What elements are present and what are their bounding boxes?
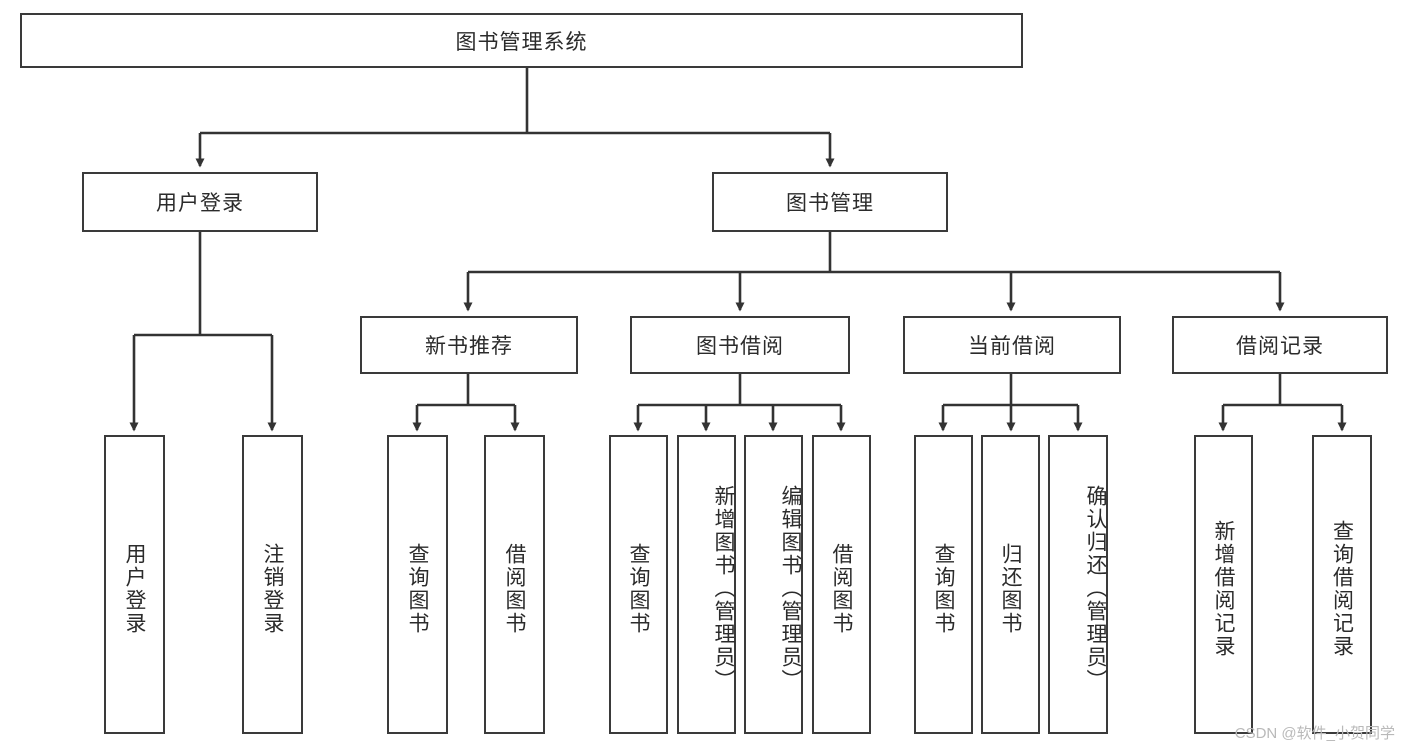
edge-group-current: [938, 374, 1083, 432]
edge-group-bookmgmt: [463, 232, 1285, 312]
node-user-login[interactable]: 用户登录: [82, 172, 318, 232]
node-label: 用户登录: [123, 542, 146, 635]
node-label: 查询图书: [406, 542, 429, 635]
node-leaf-borrow-book[interactable]: 借阅图书: [812, 435, 871, 734]
node-leaf-add-book[interactable]: 新增图书（管理员）: [677, 435, 736, 734]
node-label: 用户登录: [156, 192, 244, 215]
node-label: 借阅图书: [830, 542, 853, 635]
node-root[interactable]: 图书管理系统: [20, 13, 1023, 68]
node-label: 图书管理: [786, 192, 874, 215]
node-label: 借阅图书: [503, 542, 526, 635]
node-label: 新增借阅记录: [1212, 519, 1235, 658]
node-label: 图书借阅: [696, 335, 784, 358]
node-leaf-edit-book[interactable]: 编辑图书（管理员）: [744, 435, 803, 734]
node-leaf-borrow-book-recommend[interactable]: 借阅图书: [484, 435, 545, 734]
node-label: 借阅记录: [1236, 335, 1324, 358]
edge-group-login: [129, 232, 277, 432]
node-label: 查询图书: [932, 542, 955, 635]
node-label: 新增图书（管理员）: [712, 485, 735, 692]
node-book-borrow[interactable]: 图书借阅: [630, 316, 850, 374]
edge-group-borrow: [633, 374, 846, 432]
node-current-borrow[interactable]: 当前借阅: [903, 316, 1121, 374]
watermark-text: CSDN @软件_小贺同学: [1234, 725, 1395, 742]
node-leaf-query-book-recommend[interactable]: 查询图书: [387, 435, 448, 734]
node-leaf-query-book-current[interactable]: 查询图书: [914, 435, 973, 734]
node-label: 归还图书: [999, 542, 1022, 635]
node-leaf-logout[interactable]: 注销登录: [242, 435, 303, 734]
edge-group-records: [1218, 374, 1347, 432]
node-new-book-recommend[interactable]: 新书推荐: [360, 316, 578, 374]
node-label: 确认归还（管理员）: [1084, 485, 1107, 692]
node-label: 编辑图书（管理员）: [779, 485, 802, 692]
node-label: 注销登录: [261, 542, 284, 635]
node-leaf-confirm-return[interactable]: 确认归还（管理员）: [1048, 435, 1108, 734]
node-label: 查询图书: [627, 542, 650, 635]
node-book-management[interactable]: 图书管理: [712, 172, 948, 232]
node-label: 当前借阅: [968, 335, 1056, 358]
node-leaf-return-book[interactable]: 归还图书: [981, 435, 1040, 734]
node-label: 图书管理系统: [455, 30, 588, 54]
node-borrow-records[interactable]: 借阅记录: [1172, 316, 1388, 374]
node-leaf-query-borrow-record[interactable]: 查询借阅记录: [1312, 435, 1372, 734]
node-leaf-add-borrow-record[interactable]: 新增借阅记录: [1194, 435, 1253, 734]
edge-group-newbook: [412, 374, 520, 432]
node-leaf-query-book-borrow[interactable]: 查询图书: [609, 435, 668, 734]
node-label: 查询借阅记录: [1330, 519, 1354, 658]
node-leaf-user-login[interactable]: 用户登录: [104, 435, 165, 734]
node-label: 新书推荐: [425, 335, 513, 358]
edge-group-root: [195, 68, 835, 168]
